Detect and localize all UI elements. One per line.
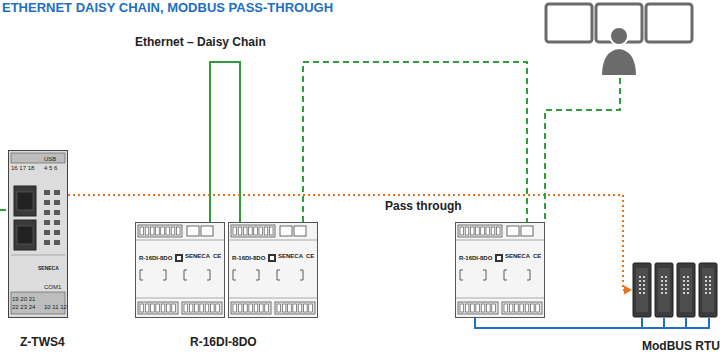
connector bbox=[475, 318, 709, 328]
link-label: Ethernet – Daisy Chain bbox=[135, 36, 266, 50]
node-label: R-16DI-8DO bbox=[459, 255, 492, 262]
io-module: R-16DI-8DO bbox=[228, 222, 318, 318]
modbus-rtu-group: ModBUS RTU bbox=[632, 262, 718, 318]
link-label: Pass through bbox=[385, 200, 462, 214]
device-caption: R-16DI-8DO bbox=[190, 336, 257, 350]
node-label: Z-TWS4 bbox=[20, 336, 65, 350]
node-label: R-16DI-8DO bbox=[139, 255, 172, 262]
connector bbox=[210, 62, 240, 222]
io-module: R-16DI-8DO bbox=[135, 222, 225, 318]
connector-line bbox=[475, 318, 709, 328]
terminal-numbers: 4 5 6 bbox=[44, 165, 57, 172]
connector-line bbox=[210, 62, 240, 222]
diagram-title: ETHERNET DAISY CHAIN, MODBUS PASS-THROUG… bbox=[2, 1, 333, 16]
certification-mark: CE bbox=[533, 253, 541, 260]
terminal-numbers: 10 11 12 bbox=[44, 304, 67, 311]
brand-mark: SENECA bbox=[278, 253, 303, 260]
brand-mark: SENECA bbox=[38, 266, 59, 272]
io-module-art bbox=[135, 222, 225, 318]
user-icon bbox=[601, 27, 637, 76]
port-label: USB bbox=[44, 156, 56, 163]
modbus-rtu-group-art bbox=[632, 262, 718, 318]
io-module-art bbox=[228, 222, 318, 318]
node-label: ModBUS RTU bbox=[642, 340, 720, 354]
terminal-numbers: 19 20 21 bbox=[12, 296, 35, 303]
node-label: R-16DI-8DO bbox=[232, 255, 265, 262]
io-module: R-16DI-8DO bbox=[455, 222, 545, 318]
gateway-device: Z-TWS4 bbox=[8, 150, 68, 318]
gateway-device-art bbox=[8, 150, 68, 318]
certification-mark: CE bbox=[213, 253, 221, 260]
ethernet-uplink bbox=[0, 209, 8, 211]
connector bbox=[303, 62, 527, 222]
port-label: COM1 bbox=[44, 284, 61, 291]
io-module-art bbox=[455, 222, 545, 318]
brand-mark: SENECA bbox=[505, 253, 530, 260]
certification-mark: CE bbox=[306, 253, 314, 260]
arrowhead bbox=[624, 286, 632, 295]
terminal-numbers: 16 17 18 bbox=[11, 165, 34, 172]
brand-mark: SENECA bbox=[185, 253, 210, 260]
terminal-numbers: 22 23 24 bbox=[12, 304, 35, 311]
ethernet-pc-link bbox=[545, 78, 620, 222]
connector-line bbox=[303, 62, 527, 222]
